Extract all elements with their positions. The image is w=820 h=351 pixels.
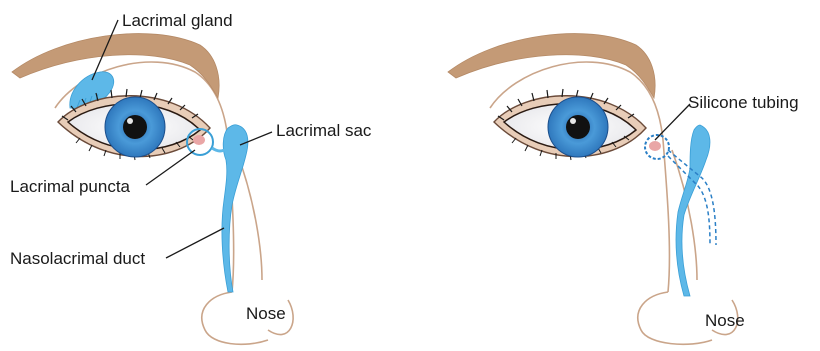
right-nose-contour xyxy=(638,292,712,344)
label-silicone-tubing: Silicone tubing xyxy=(688,93,799,112)
label-lacrimal-puncta: Lacrimal puncta xyxy=(10,177,131,196)
right-eye-highlight xyxy=(570,118,576,124)
right-eyebrow xyxy=(448,34,655,98)
left-eyebrow xyxy=(12,34,219,98)
left-eye-highlight xyxy=(127,118,133,124)
right-lacrimal-sac-and-duct xyxy=(676,125,710,296)
label-lacrimal-sac: Lacrimal sac xyxy=(276,121,372,140)
right-caruncle xyxy=(649,141,661,151)
leader-nasolacrimal-duct xyxy=(166,228,224,258)
left-pupil xyxy=(123,115,147,139)
label-nose-right: Nose xyxy=(705,311,745,330)
label-lacrimal-gland: Lacrimal gland xyxy=(122,11,233,30)
right-pupil xyxy=(566,115,590,139)
left-caruncle xyxy=(193,135,205,145)
label-nasolacrimal-duct: Nasolacrimal duct xyxy=(10,249,145,268)
left-canaliculus xyxy=(212,148,228,151)
label-nose-left: Nose xyxy=(246,304,286,323)
right-eye-anatomy xyxy=(448,34,738,345)
